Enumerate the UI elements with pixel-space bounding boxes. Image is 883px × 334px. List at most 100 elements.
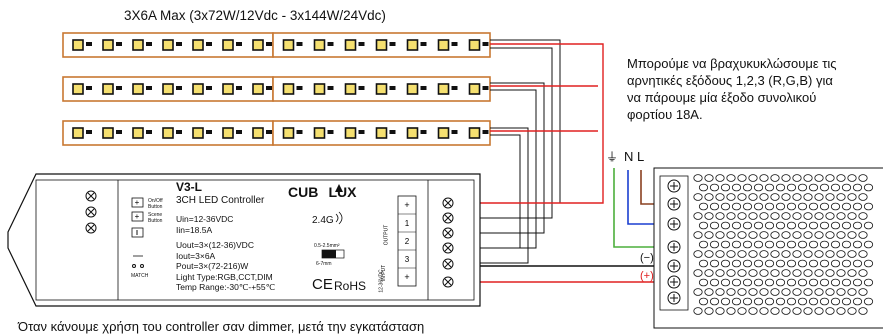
vent-hole bbox=[715, 307, 725, 315]
vent-hole bbox=[698, 183, 709, 192]
wire-spec-top: 0.5-2.5mm² bbox=[314, 243, 340, 249]
vent-hole bbox=[847, 193, 857, 201]
vent-hole bbox=[693, 212, 703, 220]
vent-hole bbox=[814, 193, 824, 201]
screw-slot bbox=[670, 243, 678, 251]
vent-hole bbox=[825, 288, 835, 296]
resistor bbox=[358, 130, 365, 134]
note-line: Μπορούμε να βραχυκυκλώσουμε τις bbox=[627, 56, 837, 71]
vent-hole bbox=[753, 259, 764, 268]
note-line: φορτίου 18Α. bbox=[627, 107, 703, 122]
vent-hole bbox=[792, 174, 802, 182]
vent-hole bbox=[748, 212, 758, 220]
vent-hole bbox=[852, 297, 863, 306]
vent-hole bbox=[709, 278, 720, 287]
vent-hole bbox=[836, 250, 846, 258]
vent-hole bbox=[742, 183, 753, 192]
resistor bbox=[327, 42, 334, 46]
vent-hole bbox=[808, 297, 819, 306]
vent-hole bbox=[742, 297, 753, 306]
vent-hole bbox=[726, 212, 736, 220]
vent-hole bbox=[781, 307, 791, 315]
screw-slot bbox=[670, 294, 678, 302]
vent-hole bbox=[709, 183, 720, 192]
vent-hole bbox=[715, 212, 725, 220]
vent-hole bbox=[786, 202, 797, 211]
resistor bbox=[206, 42, 212, 46]
ground-icon: ⏚ bbox=[606, 150, 619, 164]
vent-hole bbox=[731, 183, 742, 192]
vent-hole bbox=[819, 259, 830, 268]
wire bbox=[455, 82, 545, 234]
live-label: L bbox=[637, 149, 645, 164]
vent-hole bbox=[748, 307, 758, 315]
strip-wires bbox=[455, 39, 561, 264]
vent-hole bbox=[720, 240, 731, 249]
vent-hole bbox=[698, 278, 709, 287]
vent-hole bbox=[814, 288, 824, 296]
vent-hole bbox=[852, 259, 863, 268]
vent-hole bbox=[781, 250, 791, 258]
resistor bbox=[206, 86, 212, 90]
vent-hole bbox=[781, 288, 791, 296]
vent-hole bbox=[786, 183, 797, 192]
vent-hole bbox=[753, 221, 764, 230]
vent-hole bbox=[841, 221, 852, 230]
vent-hole bbox=[759, 307, 769, 315]
vent-hole bbox=[720, 278, 731, 287]
vent-hole bbox=[764, 278, 775, 287]
resistor bbox=[420, 130, 427, 134]
vent-hole bbox=[825, 231, 835, 239]
brand-logo: CUBALUX bbox=[288, 184, 357, 200]
vent-hole bbox=[781, 174, 791, 182]
vent-hole bbox=[737, 307, 747, 315]
vent-hole bbox=[748, 269, 758, 277]
controller-model: V3-L bbox=[176, 180, 203, 194]
vent-hole bbox=[797, 278, 808, 287]
vent-hole bbox=[792, 307, 802, 315]
vent-hole bbox=[786, 297, 797, 306]
vent-hole bbox=[786, 221, 797, 230]
vent-hole bbox=[858, 212, 868, 220]
led-chip bbox=[437, 127, 450, 139]
led-chip bbox=[468, 83, 481, 95]
led-chip bbox=[437, 39, 450, 51]
vent-hole bbox=[830, 183, 841, 192]
vent-hole bbox=[704, 174, 714, 182]
vent-hole bbox=[731, 297, 742, 306]
vent-hole bbox=[797, 297, 808, 306]
led-chip bbox=[162, 39, 174, 51]
resistor bbox=[420, 86, 427, 90]
vent-hole bbox=[704, 250, 714, 258]
vent-hole bbox=[726, 307, 736, 315]
ce-mark: CE bbox=[312, 276, 333, 293]
vent-hole bbox=[731, 259, 742, 268]
led-chip bbox=[72, 127, 84, 139]
vent-hole bbox=[770, 193, 780, 201]
svg-text:+: + bbox=[404, 272, 409, 282]
vent-hole bbox=[803, 307, 813, 315]
vent-hole bbox=[748, 231, 758, 239]
resistor bbox=[146, 42, 152, 46]
vent-hole bbox=[742, 259, 753, 268]
vent-hole bbox=[731, 240, 742, 249]
vent-hole bbox=[863, 259, 874, 268]
resistor bbox=[176, 86, 182, 90]
resistor bbox=[358, 86, 365, 90]
vent-hole bbox=[825, 269, 835, 277]
vent-hole bbox=[841, 278, 852, 287]
vent-hole bbox=[770, 174, 780, 182]
vent-hole bbox=[693, 174, 703, 182]
resistor bbox=[389, 42, 396, 46]
vent-hole bbox=[759, 174, 769, 182]
vent-hole bbox=[841, 259, 852, 268]
vent-hole bbox=[803, 269, 813, 277]
screw-slot bbox=[444, 199, 452, 207]
wire bbox=[455, 47, 553, 219]
led-chip bbox=[313, 39, 326, 51]
resistor bbox=[236, 86, 242, 90]
svg-text:+: + bbox=[135, 212, 140, 221]
vent-hole bbox=[715, 250, 725, 258]
screw-slot bbox=[444, 214, 452, 222]
